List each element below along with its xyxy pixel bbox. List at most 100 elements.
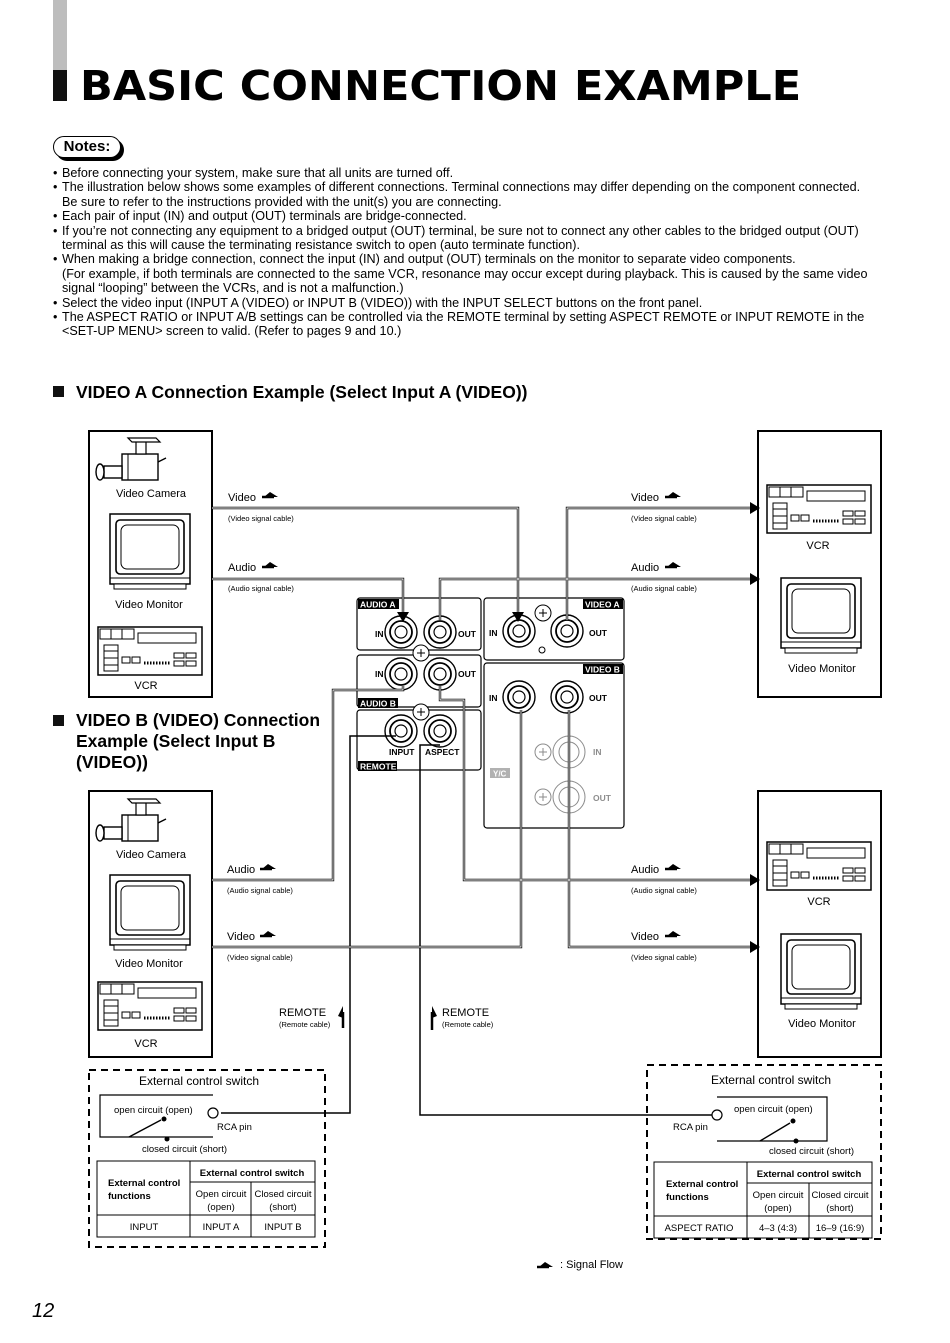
screw-icon bbox=[412, 703, 430, 721]
note-item: Select the video input (INPUT A (VIDEO) … bbox=[53, 296, 893, 311]
vcr-label: VCR bbox=[806, 540, 829, 552]
svg-text:(Remote cable): (Remote cable) bbox=[279, 1020, 331, 1029]
audio-b-tag: AUDIO B bbox=[360, 699, 396, 709]
switch-table-left: External control functions External cont… bbox=[96, 1160, 316, 1238]
svg-text:IN: IN bbox=[375, 669, 384, 679]
svg-text:(Audio signal cable): (Audio signal cable) bbox=[228, 584, 294, 593]
rca-pin-icon bbox=[711, 1109, 723, 1121]
signal-flow-icon bbox=[663, 862, 683, 871]
svg-text:IN: IN bbox=[489, 693, 498, 703]
svg-text:IN: IN bbox=[489, 628, 498, 638]
vcr-icon bbox=[765, 483, 873, 535]
svg-text:External control switch: External control switch bbox=[139, 1074, 259, 1088]
svg-text:External control: External control bbox=[108, 1178, 180, 1189]
screw-icon bbox=[412, 644, 430, 662]
signal-flow-icon bbox=[258, 862, 278, 871]
svg-text:(short): (short) bbox=[269, 1202, 296, 1213]
vcr-icon bbox=[96, 980, 204, 1032]
svg-text:Audio: Audio bbox=[227, 864, 255, 876]
rca-pin-icon bbox=[207, 1107, 219, 1119]
video-camera-label: Video Camera bbox=[116, 849, 187, 861]
note-item: The ASPECT RATIO or INPUT A/B settings c… bbox=[53, 310, 893, 339]
svg-text:INPUT A: INPUT A bbox=[203, 1222, 240, 1233]
switch-table-right: External control functions External cont… bbox=[653, 1161, 873, 1239]
svg-text:IN: IN bbox=[593, 747, 602, 757]
svg-text:Video: Video bbox=[631, 931, 659, 943]
page-number: 12 bbox=[32, 1300, 55, 1322]
notes-list: Before connecting your system, make sure… bbox=[53, 166, 893, 339]
video-monitor-icon bbox=[109, 874, 191, 951]
remote-aspect-jack bbox=[423, 714, 457, 748]
svg-text:Open circuit: Open circuit bbox=[753, 1190, 804, 1201]
svg-text:functions: functions bbox=[666, 1192, 709, 1203]
svg-text:External control: External control bbox=[666, 1179, 738, 1190]
svg-text:(Remote cable): (Remote cable) bbox=[442, 1020, 494, 1029]
video-b-in-jack bbox=[502, 680, 536, 714]
bullet-square-icon bbox=[53, 386, 64, 397]
svg-text:Audio: Audio bbox=[631, 864, 659, 876]
vcr-label: VCR bbox=[134, 680, 157, 692]
video-monitor-icon bbox=[780, 577, 862, 654]
video-camera-label: Video Camera bbox=[116, 488, 187, 500]
svg-text:(Audio signal cable): (Audio signal cable) bbox=[631, 584, 697, 593]
svg-text:closed circuit (short): closed circuit (short) bbox=[769, 1146, 854, 1157]
source-devices-b bbox=[88, 790, 213, 1058]
svg-text:Closed circuit: Closed circuit bbox=[811, 1190, 868, 1201]
svg-text:OUT: OUT bbox=[589, 628, 608, 638]
signal-flow-icon bbox=[260, 490, 280, 499]
dest-devices-b bbox=[757, 790, 882, 1058]
note-item: The illustration below shows some exampl… bbox=[53, 180, 893, 209]
video-monitor-label: Video Monitor bbox=[115, 958, 183, 970]
video-b-tag: VIDEO B bbox=[585, 665, 620, 675]
svg-text:Closed circuit: Closed circuit bbox=[254, 1189, 311, 1200]
svg-text:(Audio signal cable): (Audio signal cable) bbox=[227, 886, 293, 895]
video-monitor-label: Video Monitor bbox=[788, 1018, 856, 1030]
svg-text:Audio: Audio bbox=[228, 562, 256, 574]
vcr-icon bbox=[96, 625, 204, 677]
svg-text:(open): (open) bbox=[207, 1202, 234, 1213]
dest-devices-a bbox=[757, 430, 882, 698]
svg-text:Video: Video bbox=[227, 931, 255, 943]
svg-text:OUT: OUT bbox=[589, 693, 608, 703]
audio-b-in-jack bbox=[384, 657, 418, 691]
svg-text:(Audio signal cable): (Audio signal cable) bbox=[631, 886, 697, 895]
svg-text:External control switch: External control switch bbox=[711, 1073, 831, 1087]
svg-text:Video: Video bbox=[631, 492, 659, 504]
note-item: Each pair of input (IN) and output (OUT)… bbox=[53, 209, 893, 224]
svg-text:REMOTE: REMOTE bbox=[279, 1007, 326, 1019]
svg-text:OUT: OUT bbox=[458, 669, 477, 679]
svg-text:4–3 (4:3): 4–3 (4:3) bbox=[759, 1223, 797, 1234]
remote-input-jack bbox=[384, 714, 418, 748]
signal-flow-icon bbox=[258, 929, 278, 938]
audio-a-in-jack bbox=[384, 615, 418, 649]
audio-a-tag: AUDIO A bbox=[360, 600, 396, 610]
svg-text:OUT: OUT bbox=[458, 629, 477, 639]
switch-box-left bbox=[88, 1069, 326, 1248]
vcr-label: VCR bbox=[134, 1038, 157, 1050]
svg-text:open circuit (open): open circuit (open) bbox=[734, 1104, 813, 1115]
svg-text:functions: functions bbox=[108, 1191, 151, 1202]
vcr-icon bbox=[765, 840, 873, 892]
svg-text:REMOTE: REMOTE bbox=[442, 1007, 489, 1019]
video-a-tag: VIDEO A bbox=[585, 600, 620, 610]
bullet-square-icon bbox=[53, 715, 64, 726]
signal-flow-icon bbox=[535, 1260, 555, 1269]
video-b-out-jack bbox=[550, 680, 584, 714]
svg-text:(Video signal cable): (Video signal cable) bbox=[631, 953, 697, 962]
svg-text:(short): (short) bbox=[826, 1203, 853, 1214]
header-black-bar bbox=[53, 70, 67, 101]
svg-text:(Video signal cable): (Video signal cable) bbox=[227, 953, 293, 962]
svg-text:INPUT: INPUT bbox=[389, 747, 415, 757]
svg-text:16–9 (16:9): 16–9 (16:9) bbox=[816, 1223, 865, 1234]
svg-text:Open circuit: Open circuit bbox=[196, 1189, 247, 1200]
signal-flow-icon bbox=[260, 560, 280, 569]
svg-text:(Video signal cable): (Video signal cable) bbox=[631, 514, 697, 523]
note-item: If you’re not connecting any equipment t… bbox=[53, 224, 893, 253]
video-monitor-label: Video Monitor bbox=[788, 663, 856, 675]
note-item: When making a bridge connection, connect… bbox=[53, 252, 893, 295]
video-camera-icon bbox=[95, 437, 167, 481]
audio-a-out-jack bbox=[423, 615, 457, 649]
svg-text:RCA pin: RCA pin bbox=[217, 1122, 252, 1133]
notes-badge: Notes: bbox=[53, 136, 121, 158]
